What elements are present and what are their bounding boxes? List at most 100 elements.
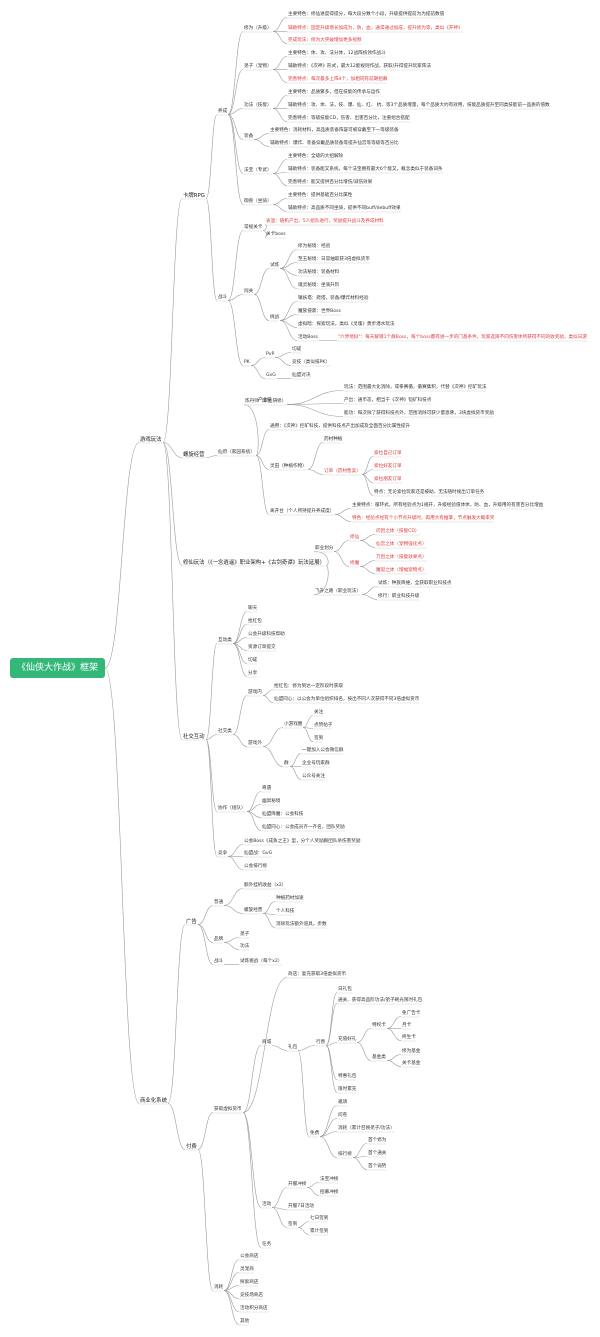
mindmap-node[interactable]: 消耗 <box>214 1285 224 1290</box>
mindmap-node[interactable]: 付费 <box>186 1144 197 1150</box>
mindmap-node[interactable]: 商业化系统 <box>140 1098 167 1104</box>
mindmap-node[interactable]: 开服冲榜 <box>288 1182 307 1187</box>
mindmap-node[interactable]: 辅助特点：《次神》形式，最大12能规则作战，获取/升得提升玩家阵法 <box>288 64 431 69</box>
mindmap-node[interactable]: 装备 <box>244 134 254 139</box>
mindmap-node[interactable]: 订单（药材售卖） <box>324 469 361 474</box>
mindmap-node[interactable]: 游戏玩法 <box>140 437 162 443</box>
mindmap-node[interactable]: 获取虚拟货币 <box>214 1107 242 1112</box>
mindmap-node[interactable]: 聊天 <box>248 606 258 611</box>
mindmap-node[interactable]: 特点：无论索拉玩家还是被助，无法随时规出订单任务 <box>374 490 485 495</box>
mindmap-node[interactable]: 充值好礼 <box>338 1037 357 1042</box>
mindmap-node[interactable]: 通用：《次神》挖矿科技，提供科技点产出加成及全面百分比属性提升 <box>270 424 411 429</box>
mindmap-node[interactable]: 仙宫之体（宠物强化点） <box>376 542 427 547</box>
mindmap-node[interactable]: 辅助特点：装备能又系统，每个法宝拥有最大6个能又，概念类似于装备词条 <box>288 167 443 172</box>
mindmap-node[interactable]: 首个通关 <box>368 1151 387 1156</box>
mindmap-node[interactable]: 分享 <box>248 671 258 676</box>
mindmap-node[interactable]: PK <box>244 360 250 365</box>
mindmap-node[interactable]: 首个弱势 <box>368 1164 387 1169</box>
mindmap-node[interactable]: 仙盟战：GvG <box>244 851 273 856</box>
mindmap-node[interactable]: 普通 <box>214 900 224 905</box>
mindmap-node[interactable]: 修为秘境：经验 <box>298 244 331 249</box>
mindmap-node[interactable]: 活动积分商店 <box>240 1306 268 1311</box>
mindmap-node[interactable]: 完善特点：能又提供百分比增伤/减伤效果 <box>288 180 373 185</box>
mindmap-node[interactable]: 螺旋经营 <box>244 908 263 913</box>
mindmap-node[interactable]: 试炼 <box>270 263 280 268</box>
mindmap-node[interactable]: 虚拟暗：探索玩法，类似《灵魂》勇步潜水玩法 <box>298 322 395 327</box>
mindmap-node[interactable]: 表温：随机产出，5人组队进行，奖励提升战斗及养成材料 <box>266 219 384 224</box>
mindmap-node[interactable]: 弟子 <box>240 932 250 937</box>
mindmap-node[interactable]: 探索商店 <box>240 1280 259 1285</box>
mindmap-node[interactable]: 常规关卡 <box>244 225 263 230</box>
mindmap-node[interactable]: 仙府（家园系统） <box>218 450 255 455</box>
mindmap-node[interactable]: 公会排行榜 <box>244 864 267 869</box>
mindmap-node[interactable]: 修魔 <box>350 561 360 566</box>
mindmap-node[interactable]: 幽冥秘境 <box>262 799 281 804</box>
mindmap-node[interactable]: 功法秘境：装备材料 <box>298 270 340 275</box>
mindmap-node[interactable]: 月卡 <box>402 1023 412 1028</box>
mindmap-node[interactable]: 卡牌RPG <box>183 193 205 199</box>
mindmap-node[interactable]: 点赞帖子 <box>314 723 333 728</box>
mindmap-node[interactable]: 弟子（宠物） <box>244 64 272 69</box>
mindmap-node[interactable]: 完成玩法：修为大突破增加更多视频 <box>288 38 362 43</box>
mindmap-node[interactable]: 资源订单提交 <box>248 645 276 650</box>
mindmap-node[interactable]: 种植药材加速 <box>276 896 304 901</box>
mindmap-node[interactable]: 通关、获得高品阶功法/弟子刷光限时礼包 <box>338 998 423 1003</box>
mindmap-node[interactable]: 产业链 <box>258 398 272 403</box>
mindmap-node[interactable]: 游戏外 <box>248 741 262 746</box>
mindmap-node[interactable]: 社交互动 <box>183 734 205 740</box>
mindmap-node[interactable]: 镇妖塔：爬塔，装备/爆炸材料经验 <box>298 296 369 301</box>
mindmap-node[interactable]: 招募冲榜 <box>320 1190 339 1195</box>
mindmap-node[interactable]: 飞升之路（职业玩法） <box>315 589 361 594</box>
mindmap-node[interactable]: 修行：职业科技升级 <box>378 594 420 599</box>
mindmap-node[interactable]: 竞技场商店 <box>240 1293 263 1298</box>
mindmap-node[interactable]: 开服7日活动 <box>288 1204 314 1209</box>
mindmap-node[interactable]: 广告 <box>186 919 197 925</box>
mindmap-node[interactable]: 奇遇 <box>262 786 272 791</box>
mindmap-node[interactable]: 炼丹师（职业研修） <box>245 399 287 404</box>
mindmap-node[interactable]: 限时累充 <box>338 1087 357 1092</box>
mindmap-node[interactable]: 商城 <box>262 1040 272 1045</box>
mindmap-node[interactable]: 主要特色：品质繁多，但在技能的传承与运作 <box>288 90 380 95</box>
mindmap-node[interactable]: 公会升级科技帮助 <box>248 632 285 637</box>
mindmap-node[interactable]: 职业划分 <box>315 546 334 551</box>
mindmap-node[interactable]: 功法（技能） <box>244 103 272 108</box>
mindmap-node[interactable]: 特色：经验点经有个小节点升级时，再用大有推掌，节点触发大概率奖 <box>352 516 495 521</box>
mindmap-node[interactable]: 行善 <box>316 1040 326 1045</box>
mindmap-node[interactable]: 基金类 <box>372 1055 386 1060</box>
mindmap-node[interactable]: 灵宠商 <box>240 1267 254 1272</box>
mindmap-node[interactable]: 免广告卡 <box>402 1011 421 1016</box>
mindmap-node[interactable]: 活动 <box>262 1202 272 1207</box>
mindmap-node[interactable]: 索拉自己订单 <box>374 451 402 456</box>
mindmap-node[interactable]: 索拉朋友订单 <box>374 477 402 482</box>
mindmap-node[interactable]: 灵田（种植作物） <box>270 464 307 469</box>
mindmap-node[interactable]: 首个修为 <box>368 1138 387 1143</box>
mindmap-node[interactable]: 互动类 <box>218 638 232 643</box>
mindmap-node[interactable]: "六界地狱"：每天解锁1个群Boss，每个boss都有进一步的门基条件，玩家选择… <box>338 335 587 340</box>
mindmap-node[interactable]: 仙盟降魔：公会科技 <box>262 812 304 817</box>
mindmap-node[interactable]: 完善特点：每次最多上阵4个，加相同有前期招募 <box>288 77 388 82</box>
mindmap-node[interactable]: 小游戏圈 <box>284 722 303 727</box>
mindmap-node[interactable]: 关注 <box>314 710 324 715</box>
mindmap-node[interactable]: 辅助特点：爆炸、装备穿戴品质装备等提升仙宫等等级等百分比 <box>270 141 399 146</box>
mindmap-node[interactable]: 离开台（个人所持提升养成度） <box>270 509 335 514</box>
mindmap-node[interactable]: 竞争 <box>218 851 228 856</box>
mindmap-node[interactable]: 御兽（坐骑） <box>244 199 272 204</box>
mindmap-node[interactable]: 邀请 <box>338 1100 348 1105</box>
mindmap-node[interactable]: 商店：复充获取3倍虚拟货币 <box>288 972 347 977</box>
mindmap-node[interactable]: 仙盟同心：以公会为单位组织排名，按出不同人次获得不同3倍虚拟货币 <box>274 697 420 702</box>
mindmap-node[interactable]: 礼包 <box>288 1045 298 1050</box>
mindmap-node[interactable]: 主要特色：提供基础百分比属性 <box>288 193 353 198</box>
mindmap-node[interactable]: 公会商店 <box>240 1254 259 1259</box>
mindmap-node[interactable]: 魔诞之体（增幅宠物点） <box>376 568 427 573</box>
mindmap-node[interactable]: 特惠礼包 <box>338 1074 357 1079</box>
mindmap-node[interactable]: 主要特点：循环式，所有经验点为1规开，升级经验值体体，防、血，升级用的有害百分比… <box>352 503 544 508</box>
mindmap-node[interactable]: 个人科技 <box>276 909 295 914</box>
mindmap-node[interactable]: 免费 <box>310 1131 320 1136</box>
mindmap-node[interactable]: 魔族侵袭：世界Boss <box>298 309 341 314</box>
mindmap-node[interactable]: 关卡boss <box>266 232 286 237</box>
mindmap-node[interactable]: 关卡基金 <box>402 1061 421 1066</box>
mindmap-node[interactable]: 切磋 <box>292 347 302 352</box>
mindmap-node[interactable]: 游戏内 <box>248 690 262 695</box>
mindmap-node[interactable]: 仙盟同心：公会成员齐一齐名，团队奖励 <box>262 825 345 830</box>
mindmap-node[interactable]: 社交类 <box>218 729 232 734</box>
